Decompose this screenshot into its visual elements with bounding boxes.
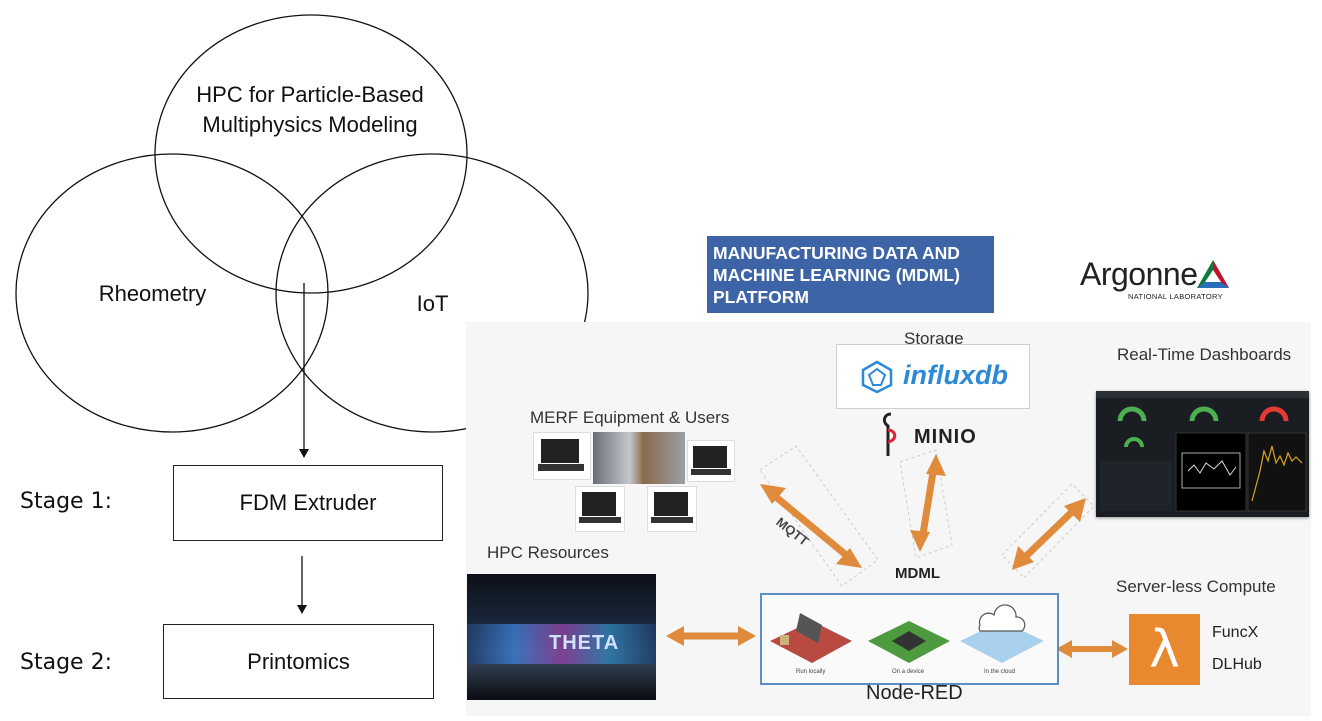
minio-dashed-box xyxy=(899,449,953,559)
serverless-arrow xyxy=(1056,640,1128,658)
mdml-banner: MANUFACTURING DATA AND MACHINE LEARNING … xyxy=(707,236,994,313)
theta-photo: THETA xyxy=(467,574,656,700)
node-item-in-cloud: In the cloud xyxy=(984,669,1016,675)
venn-circle-rheometry xyxy=(15,153,329,433)
node-item-run-locally: Run locally xyxy=(796,669,826,675)
mqtt-arrow xyxy=(760,484,862,568)
funcx-label: FuncX xyxy=(1212,624,1259,641)
storage-label: Storage xyxy=(904,329,964,348)
influxdb-box: influxdb xyxy=(836,344,1030,409)
nodered-label: Node-RED xyxy=(866,682,963,704)
laptop-icon xyxy=(575,486,625,532)
argonne-logo: Argonne NATIONAL LABORATORY xyxy=(1080,256,1240,306)
stage1-box-text: FDM Extruder xyxy=(239,490,377,515)
nodered-box: Run locally On a device In the cloud xyxy=(760,593,1059,685)
dlhub-label: DLHub xyxy=(1212,656,1262,673)
influxdb-text: influxdb xyxy=(903,360,1008,390)
hpc-arrow xyxy=(666,626,756,646)
venn-label-hpc: HPC for Particle-Based Multiphysics Mode… xyxy=(196,82,424,137)
stage1-box: FDM Extruder xyxy=(173,465,443,541)
laptop-icon xyxy=(533,432,591,480)
argonne-name: Argonne xyxy=(1080,256,1198,292)
influxdb-icon xyxy=(861,360,893,394)
banner-line-2: MACHINE LEARNING (MDML) xyxy=(713,265,960,285)
minio-arrow xyxy=(910,454,946,552)
laptop-icon xyxy=(647,486,697,532)
argonne-subtitle: NATIONAL LABORATORY xyxy=(1128,292,1223,301)
venn-circle-iot xyxy=(275,153,589,433)
hpc-label: HPC Resources xyxy=(487,543,609,562)
lambda-icon: λ xyxy=(1129,614,1200,685)
dashboard-graphic xyxy=(1096,391,1309,512)
theta-text: THETA xyxy=(549,632,620,654)
dashboard-arrow xyxy=(1012,498,1086,570)
stage2-box-text: Printomics xyxy=(247,648,350,674)
argonne-triangle-icon xyxy=(1197,260,1229,288)
merf-images xyxy=(533,432,735,532)
venn-label-iot: IoT xyxy=(416,291,449,316)
venn-label-rheometry: Rheometry xyxy=(98,281,207,306)
equipment-photo xyxy=(593,432,685,484)
banner-line-1: MANUFACTURING DATA AND xyxy=(713,243,960,263)
node-item-on-device: On a device xyxy=(892,669,925,675)
dash-dashed-box xyxy=(1001,483,1095,579)
dashboard-screenshot xyxy=(1096,391,1309,517)
stage1-label: Stage 1: xyxy=(20,489,112,514)
dashboards-label: Real-Time Dashboards xyxy=(1117,345,1292,364)
serverless-label: Server-less Compute xyxy=(1116,577,1276,596)
laptop-icon xyxy=(687,440,735,482)
minio-text: MINIO xyxy=(914,426,977,448)
stage2-label: Stage 2: xyxy=(20,650,112,675)
mdml-label: MDML xyxy=(895,565,940,582)
merf-label: MERF Equipment & Users xyxy=(530,408,730,427)
minio-bird-icon xyxy=(882,412,897,456)
nodered-graphic xyxy=(770,604,1044,663)
venn-circle-hpc xyxy=(154,14,468,294)
banner-line-3: PLATFORM xyxy=(713,287,809,307)
lambda-symbol: λ xyxy=(1149,619,1180,680)
stage2-box: Printomics xyxy=(163,624,434,699)
mqtt-dashed-box xyxy=(759,445,879,587)
